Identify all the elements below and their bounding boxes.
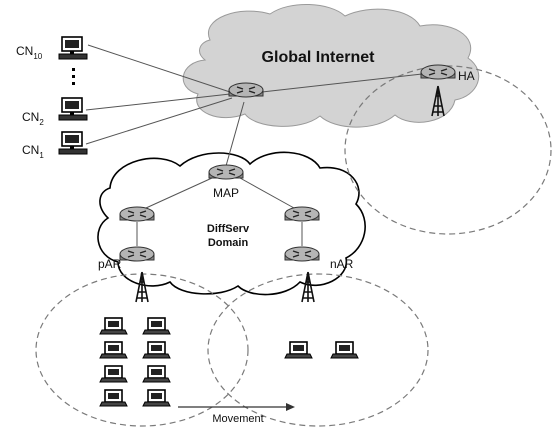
nar-coverage-circle (207, 273, 429, 427)
cn1-computer-icon (58, 131, 88, 155)
laptop-icon (284, 341, 313, 359)
par-label: pAR (98, 257, 122, 271)
laptop-icon (142, 317, 171, 335)
laptop-icon (99, 389, 128, 407)
domain-label-line2: Domain (208, 237, 249, 249)
ha-router (420, 64, 456, 80)
nar-label: nAR (330, 257, 354, 271)
movement-label: Movement (212, 413, 263, 425)
par-router (119, 246, 155, 262)
laptop-icon (99, 317, 128, 335)
cn10-computer-icon (58, 36, 88, 60)
domain-label-line1: DiffServ (207, 223, 250, 235)
cn2-label: CN2 (22, 110, 44, 127)
laptop-icon (142, 365, 171, 383)
laptop-icon (142, 389, 171, 407)
par-mobile-nodes (99, 317, 171, 407)
map-router (208, 164, 244, 180)
cloud-title: Global Internet (262, 49, 376, 66)
internet-core-router (228, 82, 264, 98)
laptop-icon (330, 341, 359, 359)
right-domain-router (284, 206, 320, 222)
cn1-label: CN1 (22, 143, 44, 160)
laptop-icon (142, 341, 171, 359)
laptop-icon (99, 365, 128, 383)
network-links (85, 44, 423, 246)
nar-mobile-nodes (284, 341, 359, 359)
nar-router (284, 246, 320, 262)
cn2-computer-icon (58, 97, 88, 121)
movement-arrowhead (286, 403, 295, 411)
map-label: MAP (213, 186, 239, 200)
laptop-icon (99, 341, 128, 359)
cn10-label: CN10 (16, 44, 43, 61)
ellipsis-dots (72, 68, 75, 85)
ha-label: HA (458, 69, 475, 83)
left-domain-router (119, 206, 155, 222)
